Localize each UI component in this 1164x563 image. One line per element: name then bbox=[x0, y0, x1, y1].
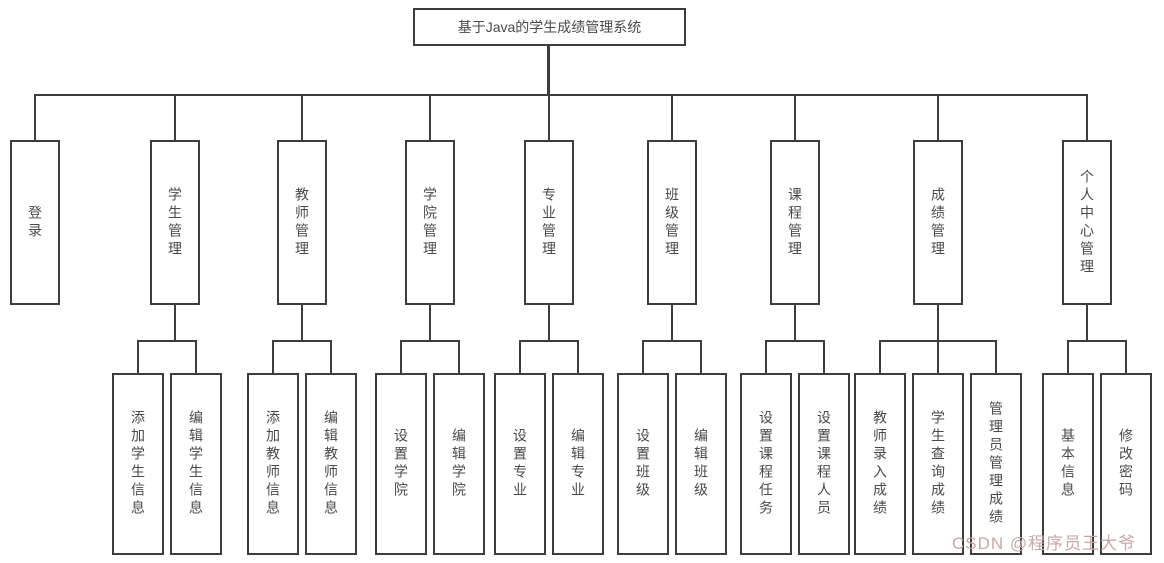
feature-node: 编辑学院 bbox=[433, 373, 485, 555]
connector-line bbox=[794, 95, 796, 140]
connector-line bbox=[174, 305, 176, 341]
feature-node: 管理员管理成绩 bbox=[970, 373, 1022, 555]
module-node: 专业管理 bbox=[524, 140, 574, 305]
feature-node: 设置班级 bbox=[617, 373, 669, 555]
feature-node: 编辑学生信息 bbox=[170, 373, 222, 555]
connector-line bbox=[765, 340, 825, 342]
connector-line bbox=[671, 305, 673, 341]
feature-node: 基本信息 bbox=[1042, 373, 1094, 555]
module-node-label: 登录 bbox=[27, 204, 43, 241]
connector-line bbox=[700, 341, 702, 373]
feature-node-label: 添加教师信息 bbox=[265, 410, 281, 518]
connector-line bbox=[137, 340, 197, 342]
connector-line bbox=[642, 340, 702, 342]
connector-line bbox=[272, 340, 332, 342]
connector-line bbox=[794, 305, 796, 341]
module-node: 成绩管理 bbox=[913, 140, 963, 305]
connector-line bbox=[671, 95, 673, 140]
feature-node-label: 修改密码 bbox=[1118, 428, 1134, 500]
module-node: 学生管理 bbox=[150, 140, 200, 305]
connector-line bbox=[1067, 341, 1069, 373]
feature-node: 编辑专业 bbox=[552, 373, 604, 555]
feature-node-label: 编辑学生信息 bbox=[188, 410, 204, 518]
connector-line bbox=[642, 341, 644, 373]
connector-line bbox=[34, 94, 1088, 96]
feature-node-label: 管理员管理成绩 bbox=[988, 401, 1004, 527]
connector-line bbox=[577, 341, 579, 373]
root-node: 基于Java的学生成绩管理系统 bbox=[413, 8, 686, 46]
connector-line bbox=[823, 341, 825, 373]
module-node: 教师管理 bbox=[277, 140, 327, 305]
module-node: 班级管理 bbox=[647, 140, 697, 305]
feature-node: 教师录入成绩 bbox=[854, 373, 906, 555]
connector-line bbox=[519, 341, 521, 373]
connector-line bbox=[937, 341, 939, 373]
connector-line bbox=[546, 46, 550, 96]
connector-line bbox=[1125, 341, 1127, 373]
connector-line bbox=[1067, 340, 1127, 342]
module-node-label: 班级管理 bbox=[664, 186, 680, 259]
connector-line bbox=[301, 95, 303, 140]
module-node: 课程管理 bbox=[770, 140, 820, 305]
root-node-label: 基于Java的学生成绩管理系统 bbox=[457, 19, 642, 35]
module-node-label: 个人中心管理 bbox=[1079, 168, 1095, 277]
feature-node: 设置专业 bbox=[494, 373, 546, 555]
feature-node-label: 编辑专业 bbox=[570, 428, 586, 500]
feature-node-label: 基本信息 bbox=[1060, 428, 1076, 500]
connector-line bbox=[272, 341, 274, 373]
module-node-label: 学生管理 bbox=[167, 186, 183, 259]
feature-node-label: 学生查询成绩 bbox=[930, 410, 946, 518]
module-node: 登录 bbox=[10, 140, 60, 305]
connector-line bbox=[519, 340, 579, 342]
connector-line bbox=[548, 305, 550, 341]
connector-line bbox=[548, 95, 550, 140]
connector-line bbox=[1086, 95, 1088, 140]
feature-node: 编辑班级 bbox=[675, 373, 727, 555]
feature-node-label: 设置课程任务 bbox=[758, 410, 774, 518]
connector-line bbox=[429, 95, 431, 140]
module-node-label: 专业管理 bbox=[541, 186, 557, 259]
feature-node: 编辑教师信息 bbox=[305, 373, 357, 555]
feature-node-label: 教师录入成绩 bbox=[872, 410, 888, 518]
module-node-label: 学院管理 bbox=[422, 186, 438, 259]
connector-line bbox=[34, 95, 36, 140]
connector-line bbox=[301, 305, 303, 341]
feature-node-label: 设置专业 bbox=[512, 428, 528, 500]
module-node-label: 课程管理 bbox=[787, 186, 803, 259]
connector-line bbox=[458, 341, 460, 373]
feature-node: 添加学生信息 bbox=[112, 373, 164, 555]
feature-node-label: 设置班级 bbox=[635, 428, 651, 500]
module-node-label: 成绩管理 bbox=[930, 186, 946, 259]
feature-node-label: 设置课程人员 bbox=[816, 410, 832, 518]
feature-node: 添加教师信息 bbox=[247, 373, 299, 555]
feature-node: 学生查询成绩 bbox=[912, 373, 964, 555]
connector-line bbox=[1086, 305, 1088, 341]
feature-node: 修改密码 bbox=[1100, 373, 1152, 555]
feature-node-label: 编辑学院 bbox=[451, 428, 467, 500]
module-node-label: 教师管理 bbox=[294, 186, 310, 259]
connector-line bbox=[137, 341, 139, 373]
feature-node-label: 编辑班级 bbox=[693, 428, 709, 500]
connector-line bbox=[937, 305, 939, 341]
module-node: 个人中心管理 bbox=[1062, 140, 1112, 305]
connector-line bbox=[400, 341, 402, 373]
connector-line bbox=[937, 95, 939, 140]
connector-line bbox=[995, 341, 997, 373]
feature-node-label: 添加学生信息 bbox=[130, 410, 146, 518]
feature-node-label: 编辑教师信息 bbox=[323, 410, 339, 518]
feature-node-label: 设置学院 bbox=[393, 428, 409, 500]
feature-node: 设置学院 bbox=[375, 373, 427, 555]
feature-node: 设置课程任务 bbox=[740, 373, 792, 555]
connector-line bbox=[330, 341, 332, 373]
module-node: 学院管理 bbox=[405, 140, 455, 305]
connector-line bbox=[174, 95, 176, 140]
connector-line bbox=[400, 340, 460, 342]
connector-line bbox=[429, 305, 431, 341]
connector-line bbox=[879, 341, 881, 373]
feature-node: 设置课程人员 bbox=[798, 373, 850, 555]
connector-line bbox=[765, 341, 767, 373]
connector-line bbox=[195, 341, 197, 373]
